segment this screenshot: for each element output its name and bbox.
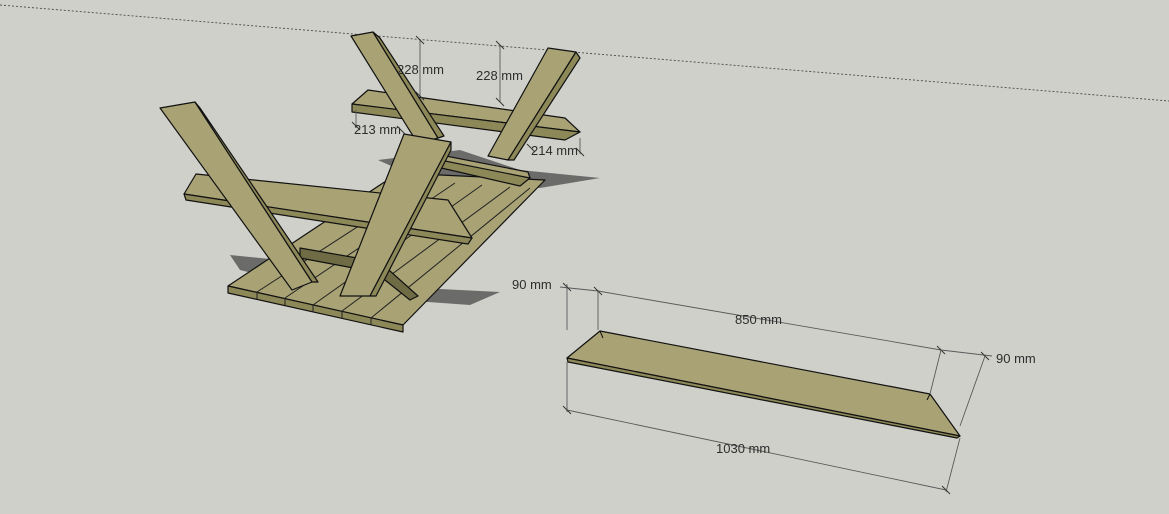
board-front-face	[566, 357, 961, 439]
picnic-table-model[interactable]	[159, 31, 600, 333]
tabletop-edge	[227, 285, 404, 333]
board-model[interactable]	[566, 330, 961, 439]
dim-total-length: 1030 mm	[716, 441, 770, 456]
board-top-face	[566, 330, 961, 437]
table-dimensions: 228 mm 228 mm 213 mm 214 mm	[351, 35, 585, 158]
rear-leg-left-side	[372, 31, 445, 139]
rear-leg-right-side	[507, 51, 581, 161]
dim-board-width-right: 90 mm	[996, 351, 1036, 366]
board-bevel-right	[926, 393, 931, 401]
board-bevel-left	[599, 330, 604, 339]
dim-inner-length: 850 mm	[735, 312, 782, 327]
dim-right-gap: 228 mm	[476, 68, 523, 83]
board-dimensions: 90 mm 850 mm 90 mm 1030 mm	[512, 277, 1036, 495]
dim-board-width-left: 90 mm	[512, 277, 552, 292]
dim-left-overhang: 213 mm	[354, 122, 401, 137]
dim-left-gap: 228 mm	[397, 62, 444, 77]
axis-line	[0, 4, 1169, 102]
dim-right-overhang: 214 mm	[531, 143, 578, 158]
front-leg-right-side	[369, 141, 452, 297]
front-leg-left-side	[194, 101, 319, 283]
